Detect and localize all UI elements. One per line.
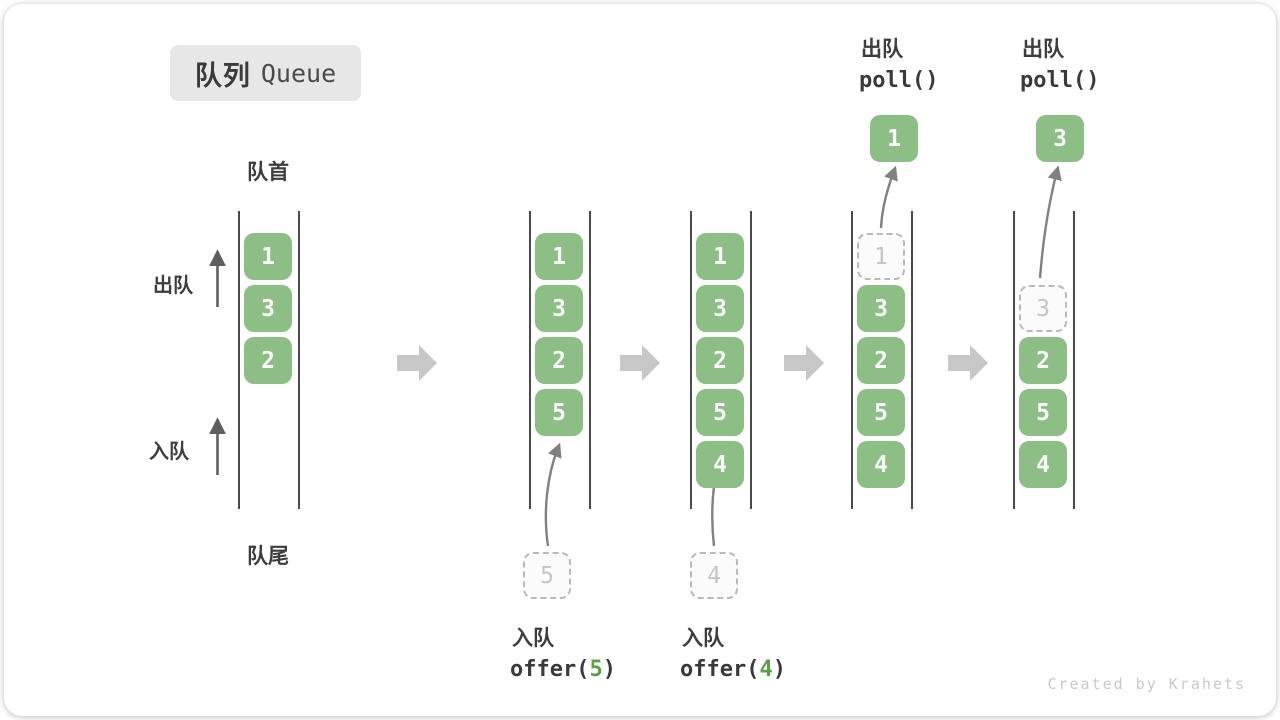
queue-front-label: 队首: [247, 161, 289, 184]
title-zh: 队列: [194, 60, 251, 91]
rail: [298, 211, 300, 509]
transition-chevron: [948, 345, 988, 381]
queue-block: 4: [696, 441, 744, 488]
queue-block: 2: [857, 337, 905, 384]
queue-block: 3: [857, 285, 905, 332]
enqueue4-code: offer(4): [680, 657, 786, 682]
rail: [529, 211, 531, 509]
polled-ghost-block: 3: [1019, 285, 1067, 332]
queue-block: 4: [857, 441, 905, 488]
queue-block: 2: [1019, 337, 1067, 384]
queue-block: 2: [696, 337, 744, 384]
rail: [1013, 211, 1015, 509]
queue-block: 1: [244, 233, 292, 280]
enqueue5-code: offer(5): [510, 657, 616, 682]
queue-block: 3: [244, 285, 292, 332]
dequeue-side-label: 出队: [153, 275, 193, 297]
queue-block: 5: [696, 389, 744, 436]
poll1-arrow: [879, 165, 898, 229]
rail: [1073, 211, 1075, 509]
enqueue4-arg: 4: [759, 657, 773, 682]
rail: [911, 211, 913, 509]
enqueue5-arrow: [544, 442, 562, 547]
queue-block: 2: [244, 337, 292, 384]
polled-ghost-block: 1: [857, 233, 905, 280]
enqueue5-arg: 5: [589, 657, 603, 682]
title-box: 队列 Queue: [170, 45, 361, 101]
rail: [750, 211, 752, 509]
rail: [589, 211, 591, 509]
transition-chevron: [784, 345, 824, 381]
poll2-code: poll(): [1020, 68, 1100, 93]
queue-block: 4: [1019, 441, 1067, 488]
arrows-layer: [209, 165, 1062, 547]
poll2-arrow: [1038, 165, 1062, 279]
queue-block: 3: [535, 285, 583, 332]
poll2-label: 出队: [1022, 38, 1064, 61]
queue-rear-label: 队尾: [247, 545, 289, 568]
queue-block: 5: [535, 389, 583, 436]
queue-block: 1: [535, 233, 583, 280]
transition-chevron: [620, 345, 660, 381]
title-en: Queue: [260, 58, 337, 88]
queue-block: 2: [535, 337, 583, 384]
queue-block: 1: [696, 233, 744, 280]
rail: [851, 211, 853, 509]
enqueue5-label: 入队: [512, 627, 554, 650]
transition-chevron: [397, 345, 437, 381]
queue-block: 5: [1019, 389, 1067, 436]
popped-block: 3: [1036, 115, 1084, 162]
rail: [690, 211, 692, 509]
poll1-code: poll(): [859, 68, 939, 93]
popped-block: 1: [870, 115, 918, 162]
enqueue-side-label: 入队: [149, 441, 189, 463]
watermark: Created by Krahets: [1047, 675, 1246, 693]
queue-diagram: 队列 Queue 队首 队尾 出队 入队 1 3 2 1 3 2 5 5 入队 …: [4, 4, 1276, 716]
incoming-ghost-block: 4: [690, 552, 738, 599]
rail: [238, 211, 240, 509]
enqueue4-label: 入队: [682, 627, 724, 650]
poll1-label: 出队: [861, 38, 903, 61]
incoming-ghost-block: 5: [523, 552, 571, 599]
queue-block: 3: [696, 285, 744, 332]
queue-block: 5: [857, 389, 905, 436]
